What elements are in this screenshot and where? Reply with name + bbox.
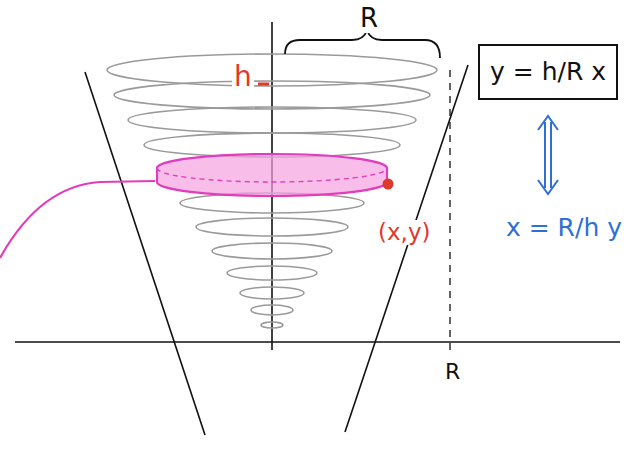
cone-slices: [107, 54, 437, 328]
slice-ellipse: [240, 287, 304, 299]
height-label: h: [232, 62, 254, 93]
radius-label: R: [358, 4, 380, 33]
radius-brace: [285, 30, 440, 58]
arrow-head: [538, 116, 558, 130]
formula-box: y = h/R x: [478, 44, 618, 100]
slice-ellipse: [261, 322, 283, 328]
slice-ellipse: [196, 218, 348, 236]
slice-ellipse: [251, 305, 293, 315]
radius-dashed-line: [449, 70, 450, 350]
pink-disk-top: [157, 168, 387, 182]
axis-radius-label: R: [443, 360, 462, 384]
point-dot: [383, 179, 394, 190]
formula-text: y = h/R x: [490, 57, 606, 87]
arrow-shaft: [544, 122, 546, 188]
point-label: (x,y): [376, 220, 432, 245]
pink-leader-line: [0, 181, 155, 258]
slice-ellipse: [227, 266, 317, 280]
slice-ellipse: [128, 107, 416, 133]
pink-disk: [157, 154, 387, 196]
arrow-shaft: [550, 122, 552, 188]
height-tick: [258, 83, 269, 86]
slice-ellipse: [114, 81, 430, 109]
x-axis: [15, 341, 620, 343]
arrow-head: [538, 180, 558, 194]
inverse-formula: x = R/h y: [504, 214, 624, 242]
cone-right-line: [345, 65, 468, 432]
equivalence-arrow: [538, 116, 558, 194]
slice-ellipse: [212, 243, 332, 259]
